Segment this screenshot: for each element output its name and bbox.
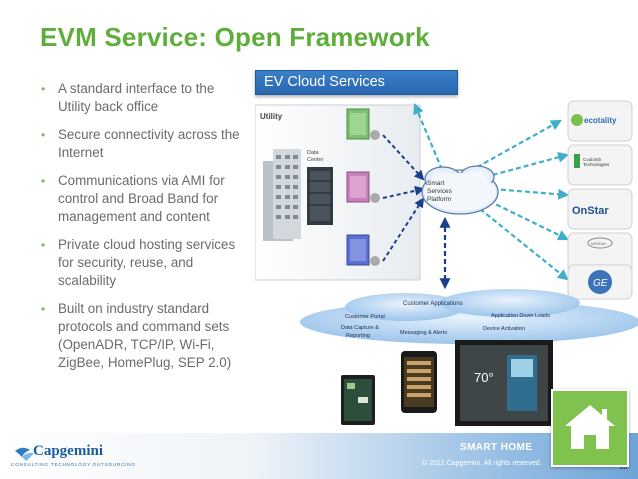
smart-home-badge bbox=[551, 389, 629, 467]
bullet-dot-icon: • bbox=[41, 238, 46, 252]
capgemini-tagline: CONSULTING.TECHNOLOGY.OUTSOURCING bbox=[11, 462, 136, 467]
bullet-text: Private cloud hosting services for secur… bbox=[58, 237, 236, 288]
device-activation-label: Device Activation bbox=[483, 326, 525, 332]
server-icon bbox=[346, 108, 380, 140]
smart-services-cloud: Smart Services Platform bbox=[421, 165, 499, 215]
copyright-text: © 2012 Capgemini. All rights reserved. bbox=[422, 460, 542, 467]
capgemini-logo-icon bbox=[15, 447, 34, 461]
data-center-label: Center bbox=[307, 157, 324, 163]
data-center-label: Data bbox=[307, 150, 320, 156]
bullet-item: • Secure connectivity across the Internet bbox=[40, 126, 250, 162]
onstar-label: OnStar bbox=[572, 205, 609, 217]
ge-label: GE bbox=[593, 278, 608, 289]
cloud-label: Platform bbox=[427, 196, 451, 203]
bullet-text: Secure connectivity across the Internet bbox=[58, 127, 240, 160]
ecotality-logo: ecotality bbox=[567, 100, 633, 142]
bullet-dot-icon: • bbox=[41, 82, 46, 96]
bullet-text: A standard interface to the Utility back… bbox=[58, 81, 215, 114]
ecotality-label: ecotality bbox=[584, 116, 617, 125]
data-capture-label: Reporting bbox=[346, 333, 370, 339]
application-downloads-label: Application Down Loads bbox=[491, 313, 550, 319]
coulomb-logo: Coulomb Technologies bbox=[567, 144, 633, 186]
bullet-dot-icon: • bbox=[41, 302, 46, 316]
bullet-item: • Communications via AMI for control and … bbox=[40, 172, 250, 226]
cloud-label: Services bbox=[427, 188, 453, 195]
customer-applications-cloud: Customer Applications Customer Portal Ap… bbox=[300, 289, 638, 344]
house-icon bbox=[565, 405, 615, 449]
bullet-item: • Built on industry standard protocols an… bbox=[40, 300, 250, 372]
bullet-dot-icon: • bbox=[41, 128, 46, 142]
utility-label: Utility bbox=[260, 112, 283, 121]
bullet-item: • Private cloud hosting services for secu… bbox=[40, 236, 250, 290]
bullet-text: Built on industry standard protocols and… bbox=[58, 301, 232, 370]
smart-home-label: SMART HOME bbox=[460, 442, 533, 453]
ge-logo: GE bbox=[567, 264, 633, 300]
coulomb-label: Technologies bbox=[583, 162, 610, 167]
bullet-dot-icon: • bbox=[41, 174, 46, 188]
tablet-device-icon bbox=[341, 375, 375, 425]
partner-link-arrows bbox=[413, 102, 570, 281]
server-icon bbox=[346, 171, 380, 203]
thermostat-temperature: 70° bbox=[474, 370, 494, 385]
capgemini-logo-text: Capgemini bbox=[33, 443, 104, 459]
ev-cloud-services-banner: EV Cloud Services bbox=[255, 70, 458, 95]
bullet-text: Communications via AMI for control and B… bbox=[58, 173, 225, 224]
smartphone-icon bbox=[401, 351, 437, 413]
server-icon bbox=[346, 234, 380, 266]
slide-title: EVM Service: Open Framework bbox=[40, 22, 430, 52]
bullet-list: • A standard interface to the Utility bac… bbox=[40, 80, 250, 382]
cloud-label: Smart bbox=[427, 180, 445, 187]
server-link-arrow bbox=[382, 134, 425, 181]
onstar-logo: OnStar bbox=[567, 188, 633, 230]
data-capture-label: Data Capture & bbox=[341, 325, 379, 331]
nissan-label: NISSAN bbox=[591, 241, 606, 246]
footer-band bbox=[0, 433, 638, 479]
customer-applications-label: Customer Applications bbox=[403, 301, 463, 307]
server-link-arrow bbox=[382, 197, 425, 262]
messaging-alerts-label: Messaging & Alerts bbox=[400, 330, 447, 336]
thermostat-panel: 70° bbox=[455, 340, 553, 426]
coulomb-label: Coulomb bbox=[583, 157, 602, 162]
ev-cloud-diagram: Utility Data Center bbox=[255, 100, 638, 426]
customer-portal-label: Customer Portal bbox=[345, 314, 385, 320]
office-building-icon bbox=[263, 149, 301, 241]
server-rack-icon bbox=[307, 167, 333, 225]
bullet-item: • A standard interface to the Utility bac… bbox=[40, 80, 250, 116]
